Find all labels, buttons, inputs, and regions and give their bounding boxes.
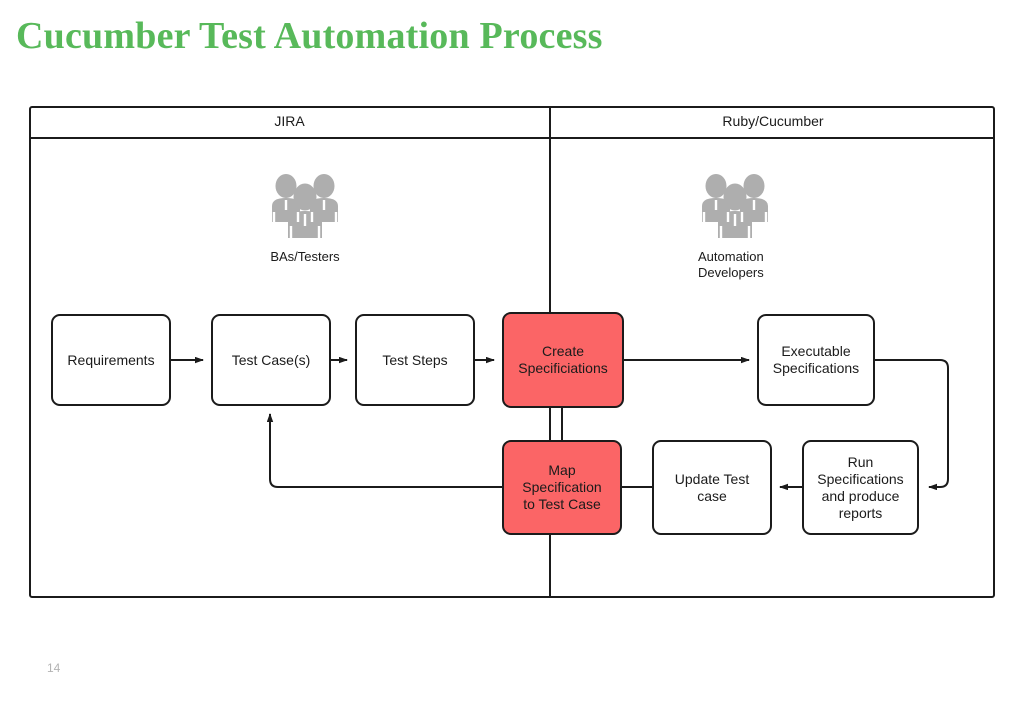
people-group-icon — [702, 174, 768, 238]
node-map-specification-to-test-case[interactable]: Map Specification to Test Case — [502, 440, 622, 535]
node-executable-specifications[interactable]: Executable Specifications — [757, 314, 875, 406]
edge-executable-specs-to-run-specs — [875, 359, 949, 491]
people-group-icon — [272, 174, 338, 238]
edge-map-spec-to-test-cases — [266, 413, 502, 488]
actor-label-bas-testers: BAs/Testers — [270, 249, 340, 264]
node-test-steps[interactable]: Test Steps — [355, 314, 475, 406]
node-test-cases[interactable]: Test Case(s) — [211, 314, 331, 406]
actor-label-automation-developers: Automation Developers — [698, 249, 764, 280]
node-create-specifications[interactable]: Create Specificiations — [502, 312, 624, 408]
swimlane-header-jira: JIRA — [274, 113, 305, 129]
swimlane-header-ruby: Ruby/Cucumber — [722, 113, 824, 129]
actor-automation-developers: Automation Developers — [696, 170, 774, 281]
page-number: 14 — [47, 661, 61, 675]
node-update-test-case[interactable]: Update Test case — [652, 440, 772, 535]
actor-bas-testers: BAs/Testers — [266, 170, 344, 265]
page-title: Cucumber Test Automation Process — [16, 15, 603, 57]
swimlane-container — [29, 106, 995, 598]
swimlane-header-divider — [29, 137, 995, 139]
node-requirements[interactable]: Requirements — [51, 314, 171, 406]
node-run-specifications-and-produce-reports[interactable]: Run Specifications and produce reports — [802, 440, 919, 535]
